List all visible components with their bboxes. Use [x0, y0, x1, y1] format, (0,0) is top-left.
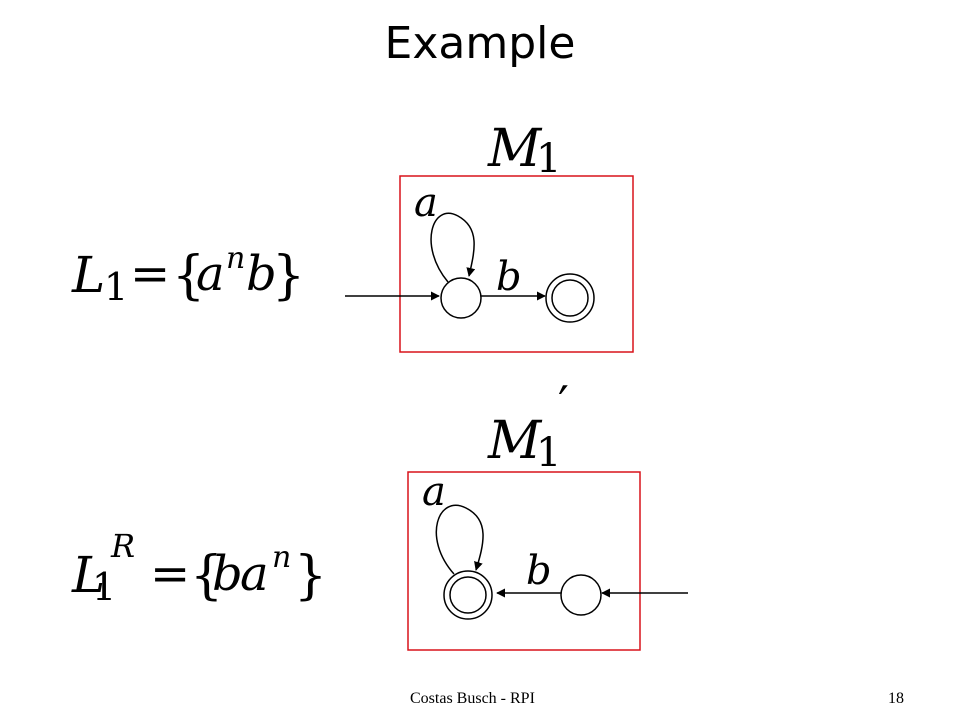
m1-letter: M: [487, 119, 543, 179]
l1-close-brace: }: [272, 246, 305, 306]
m1-subscript: 1: [536, 136, 561, 182]
m1p-letter: M: [487, 411, 543, 471]
machine-m1-prime-box: [407, 471, 641, 651]
language-l1-reverse: L 1 R = { b a n }: [71, 527, 327, 609]
m1-accept-state-inner: [551, 279, 589, 317]
m1-initial-state: [440, 277, 482, 319]
m1p-initial-state: [560, 574, 602, 616]
l1r-equals: =: [150, 546, 190, 602]
l1r-exponent-n: n: [272, 540, 291, 575]
m1p-loop-label: a: [422, 469, 446, 515]
l1-open-brace: {: [172, 246, 205, 306]
l1-b: b: [246, 246, 277, 302]
l1r-b: b: [212, 546, 243, 602]
m1-loop-label: a: [414, 180, 438, 226]
language-l1: L 1 = { a n b }: [71, 241, 305, 309]
machine-m1-box: [399, 175, 634, 353]
m1p-prime: ′: [558, 376, 569, 432]
m1p-edge-label: b: [526, 548, 552, 594]
footer-author: Costas Busch - RPI: [410, 690, 535, 707]
l1-a: a: [196, 246, 225, 302]
m1-edge-label: b: [496, 254, 522, 300]
slide-title: Example: [384, 18, 576, 69]
m1-accept-state-outer: [545, 273, 595, 323]
l1r-superscript-r: R: [110, 527, 135, 565]
l1-letter: L: [71, 246, 105, 304]
l1r-subscript: 1: [92, 565, 116, 609]
l1-exponent-n: n: [226, 241, 245, 276]
l1-equals: =: [130, 246, 170, 302]
l1r-a: a: [240, 546, 269, 602]
l1r-letter: L: [71, 546, 105, 604]
m1p-subscript: 1: [536, 430, 561, 476]
page-number: 18: [888, 690, 904, 707]
l1r-open-brace: {: [190, 546, 223, 606]
machine-m1-prime: b a: [422, 469, 688, 620]
machine-m1-label: M 1: [487, 119, 561, 182]
machine-m1-prime-label: M 1 ′: [487, 376, 569, 476]
l1r-close-brace: }: [294, 546, 327, 606]
m1p-accept-state-inner: [449, 576, 487, 614]
m1-loop-edge: [430, 212, 476, 283]
m1p-accept-state-outer: [443, 570, 493, 620]
machine-m1: a b: [345, 180, 595, 323]
m1p-loop-edge: [435, 504, 484, 575]
l1-subscript: 1: [104, 265, 128, 309]
